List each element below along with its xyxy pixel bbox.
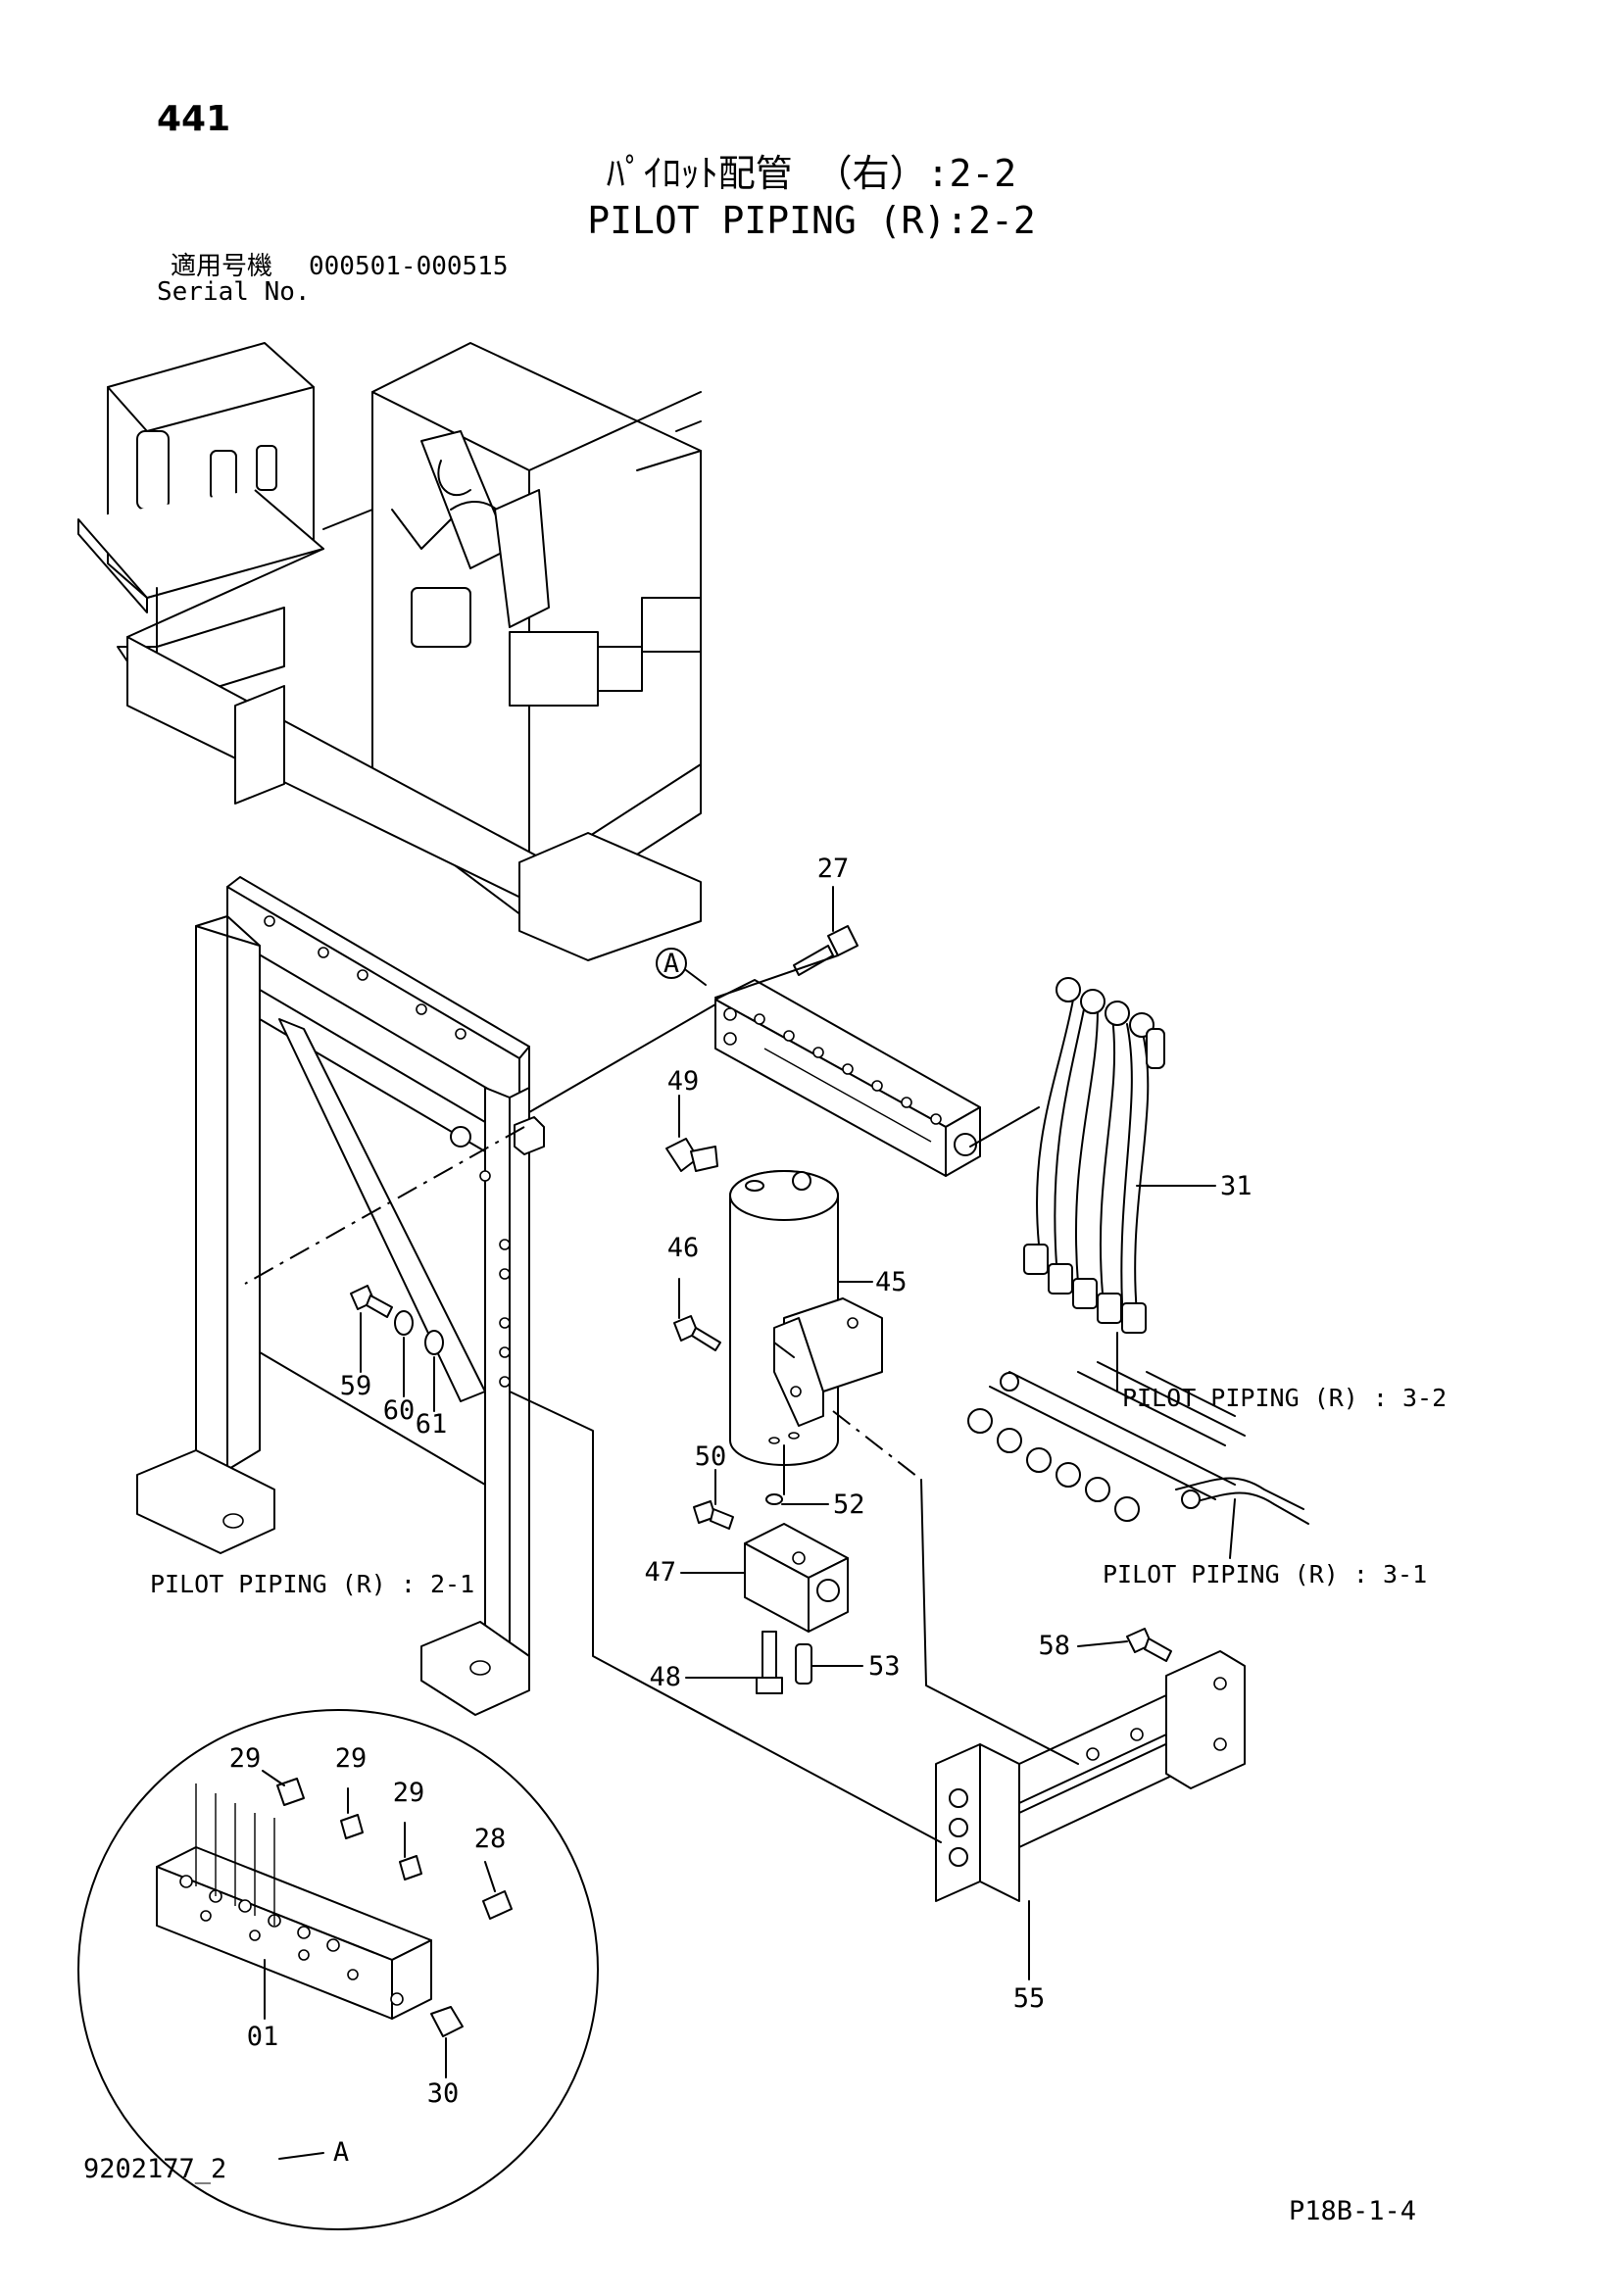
bolt-58-drawing — [1126, 1628, 1172, 1662]
callout-58: 58 — [1038, 1631, 1070, 1661]
callout-29-first: 29 — [229, 1743, 262, 1774]
callout-48: 48 — [649, 1662, 681, 1692]
fitting-50-drawing — [693, 1500, 734, 1530]
callout-31: 31 — [1220, 1171, 1253, 1201]
fitting-49-drawing — [665, 1138, 718, 1172]
detail-view-a — [77, 1709, 599, 2230]
bolt-46-drawing — [673, 1315, 721, 1351]
callout-49: 49 — [667, 1066, 700, 1097]
manifold-block-drawing — [714, 979, 981, 1177]
washer-61-drawing — [424, 1330, 444, 1355]
machine-overview-drawing — [77, 342, 702, 961]
serial-range: 000501-000515 — [309, 252, 509, 281]
hose-assemblies-drawing — [1023, 977, 1165, 1334]
bolt-48-drawing — [756, 1631, 783, 1694]
callout-30: 30 — [427, 2078, 460, 2109]
reference-pilot-piping-3-2: PILOT PIPING (R) : 3-2 — [1122, 1384, 1447, 1412]
detail-a-leader — [278, 2152, 324, 2160]
callout-29-second: 29 — [335, 1743, 368, 1774]
detail-view-a-label: A — [333, 2137, 349, 2168]
callout-01: 01 — [247, 2022, 279, 2052]
callout-61: 61 — [416, 1409, 448, 1440]
mounting-frame-drawing — [136, 876, 545, 1716]
callout-47: 47 — [644, 1557, 676, 1588]
callout-27: 27 — [817, 854, 850, 884]
reference-pilot-piping-2-1: PILOT PIPING (R) : 2-1 — [150, 1570, 474, 1598]
bolt-59-drawing — [350, 1285, 393, 1318]
accumulator-drawing — [729, 1170, 883, 1466]
title-english: PILOT PIPING (R):2-2 — [587, 199, 1036, 242]
cross-references: PILOT PIPING (R) : 3-2 PILOT PIPING (R) … — [150, 1384, 1447, 1598]
callout-29-third: 29 — [393, 1778, 425, 1808]
page-number: 441 — [157, 99, 230, 139]
callouts: 27 49 46 45 31 59 60 61 50 52 47 48 53 5… — [229, 854, 1253, 2109]
callout-28: 28 — [474, 1824, 507, 1854]
washer-60-drawing — [394, 1310, 414, 1336]
page-code: P18B-1-4 — [1289, 2196, 1416, 2226]
callout-59: 59 — [340, 1371, 372, 1401]
title-japanese: ﾊﾟｲﾛｯﾄ配管 （右）:2-2 — [607, 152, 1016, 195]
serial-label-japanese: 適用号機 — [171, 252, 272, 281]
serial-label-english: Serial No. — [157, 277, 311, 307]
callout-45: 45 — [875, 1267, 908, 1297]
callout-50: 50 — [695, 1441, 727, 1472]
callout-60: 60 — [383, 1395, 416, 1426]
leader-lines — [262, 886, 1236, 2078]
callout-52: 52 — [833, 1490, 865, 1520]
fitting-53-drawing — [795, 1643, 812, 1685]
reference-pilot-piping-3-1: PILOT PIPING (R) : 3-1 — [1103, 1560, 1427, 1588]
drawing-id: 9202177_2 — [83, 2154, 226, 2184]
bracket-55-drawing — [935, 1650, 1246, 1902]
detail-balloon-a-label: A — [663, 949, 679, 979]
callout-46: 46 — [667, 1233, 700, 1263]
callout-55: 55 — [1013, 1983, 1046, 2014]
pilot-piping-reference-drawing — [967, 1361, 1309, 1525]
valve-block-47-drawing — [744, 1523, 849, 1633]
detail-balloon-a: A — [656, 948, 707, 986]
callout-53: 53 — [868, 1651, 901, 1682]
o-ring-52-drawing — [765, 1493, 783, 1505]
assembly-lines — [244, 954, 1079, 1843]
